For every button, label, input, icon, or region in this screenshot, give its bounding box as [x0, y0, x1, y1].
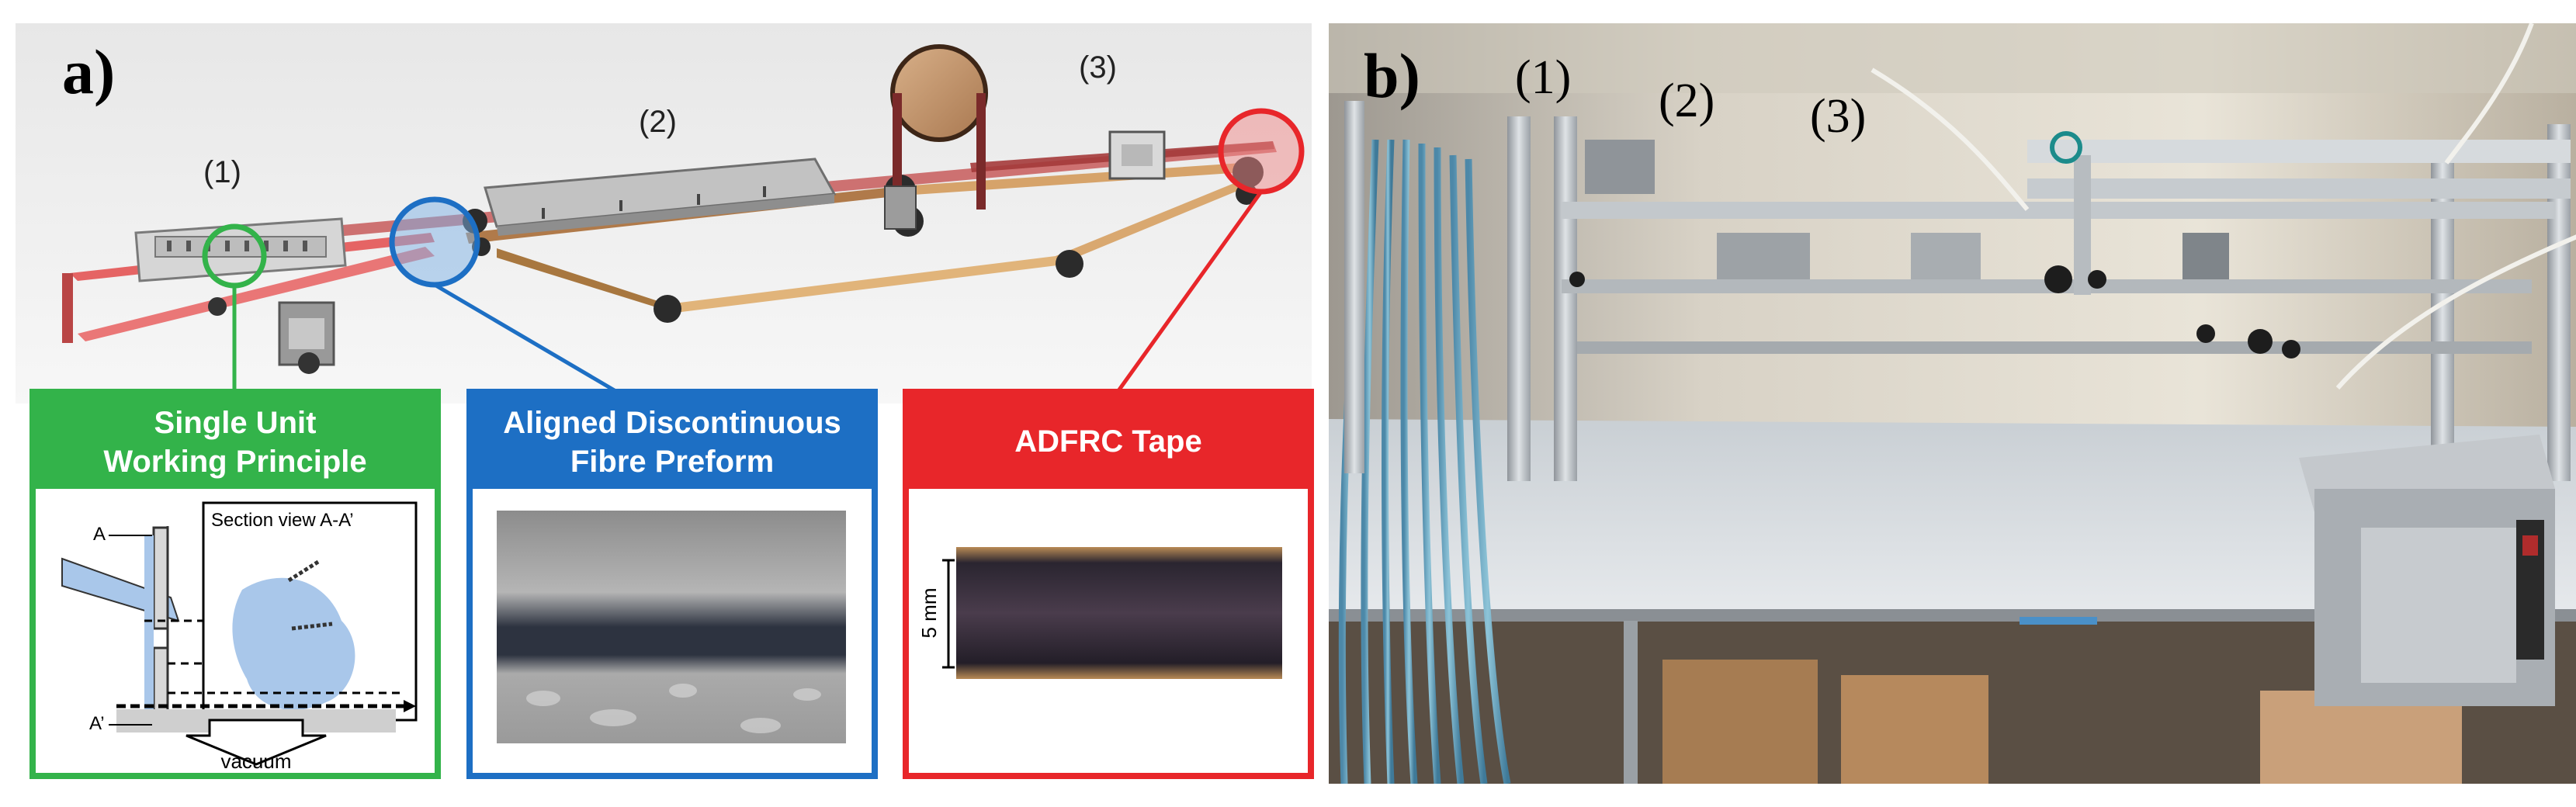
station-label-2: (2)	[639, 105, 677, 139]
scale-bar-label: 5 mm	[917, 588, 941, 639]
station-label-3: (3)	[1079, 50, 1117, 85]
box1-title-line1: Single Unit	[154, 406, 317, 440]
box2-title-line1: Aligned Discontinuous	[503, 406, 841, 440]
blue-tape-strip	[2020, 617, 2097, 625]
machine-units	[1585, 131, 2229, 279]
box2-title-line2: Fibre Preform	[570, 445, 774, 479]
vacuum-label: vacuum	[220, 750, 291, 773]
box1-title-line2: Working Principle	[103, 445, 366, 479]
preform-photo	[497, 511, 846, 743]
vacuum-arrow-icon	[185, 719, 327, 766]
panel-a-schematic: a) (1) (2) (3)	[16, 23, 1314, 779]
controller-box	[2299, 435, 2555, 706]
leader-line-red	[1115, 190, 1264, 393]
highlight-circle-blue	[389, 196, 480, 288]
section-marker-a: A	[93, 524, 106, 545]
section-view-fluid	[232, 577, 355, 710]
station-label-1: (1)	[203, 155, 241, 189]
tape-photo	[956, 547, 1282, 679]
leader-line-blue	[433, 282, 619, 394]
section-view-label: Section view A-A’	[211, 510, 354, 531]
highlight-circle-red	[1218, 108, 1305, 195]
spool-station-3	[884, 44, 1166, 230]
alignment-unit-1	[134, 217, 347, 374]
photo-station-label-2: (2)	[1659, 74, 1714, 127]
photo-rollers	[1569, 265, 2300, 358]
section-marker-a-prime: A’	[89, 713, 105, 734]
photo-station-label-3: (3)	[1810, 90, 1866, 143]
box-fibre-preform: Aligned Discontinuous Fibre Preform	[466, 389, 878, 779]
box-single-unit: Single Unit Working Principle Section vi…	[29, 389, 441, 779]
box-adfrc-tape: ADFRC Tape 5 mm	[903, 389, 1314, 779]
photo-station-label-1: (1)	[1515, 51, 1571, 104]
panel-b-label: b)	[1364, 40, 1420, 111]
panel-b-photograph: b) (1) (2) (3)	[1329, 23, 2576, 784]
alignment-plate-2	[484, 158, 837, 236]
workbench-top	[1329, 419, 2576, 613]
panel-a-label: a)	[62, 36, 115, 107]
white-cables	[1870, 23, 2576, 390]
box3-title: ADFRC Tape	[1014, 424, 1201, 459]
